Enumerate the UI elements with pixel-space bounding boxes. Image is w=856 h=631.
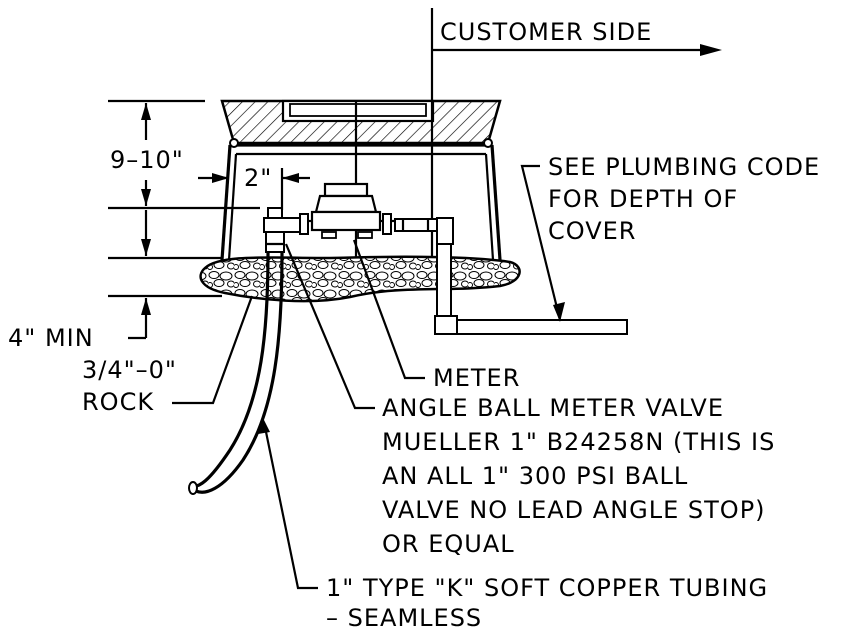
water-meter [299,182,395,239]
customer-piping [394,217,628,335]
dimension-4-min [108,210,222,340]
dimension-9-10-label: 9–10" [110,146,184,174]
meter-leader [352,239,425,380]
customer-side-label: CUSTOMER SIDE [440,18,652,46]
copper-tubing [188,251,284,495]
valve-label-5: OR EQUAL [382,530,515,558]
plumbing-code-leader [520,164,562,321]
tubing-leader [263,426,318,590]
rock-leader [172,295,254,405]
meter-label: METER [433,364,520,392]
angle-ball-valve [263,207,301,253]
tubing-label-2: – SEAMLESS [326,604,482,631]
plumbing-code-label-3: COVER [548,217,636,245]
meter-box-lid [220,99,502,145]
rock-label-1: 3/4"–0" [82,356,177,384]
dimension-9-10 [108,99,260,210]
dimension-2-label: 2" [244,164,272,192]
valve-label-3: AN ALL 1" 300 PSI BALL [382,462,688,490]
plumbing-code-label-2: FOR DEPTH OF [548,185,738,213]
valve-label-1: ANGLE BALL METER VALVE [382,394,724,422]
dimension-2 [198,168,310,210]
valve-label-4: VALVE NO LEAD ANGLE STOP) [382,496,766,524]
rock-label-2: ROCK [82,388,154,416]
customer-side-indicator [430,8,722,258]
rock-bed [199,255,521,303]
valve-leader [284,243,375,410]
tubing-label-1: 1" TYPE "K" SOFT COPPER TUBING [326,574,768,602]
valve-label-2: MUELLER 1" B24258N (THIS IS [382,428,775,456]
plumbing-code-label-1: SEE PLUMBING CODE [548,153,820,181]
dimension-4-min-label: 4" MIN [8,324,94,352]
